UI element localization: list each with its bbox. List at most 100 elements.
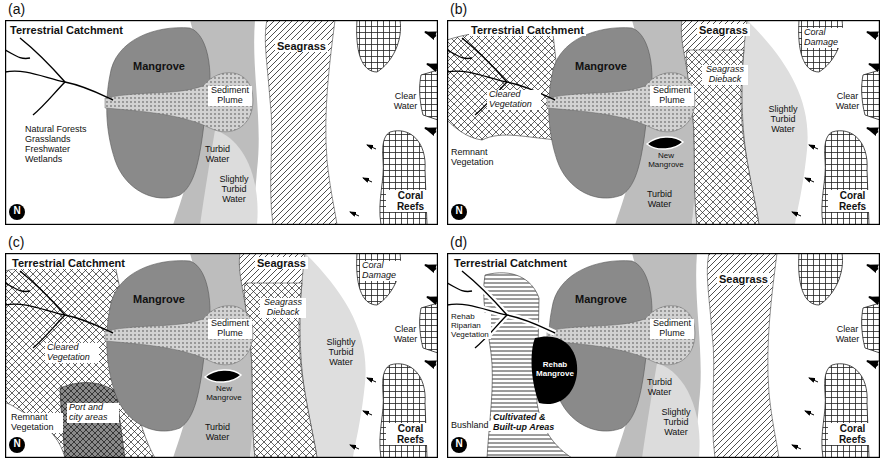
river (447, 50, 472, 58)
river (20, 38, 65, 82)
current-arrow (425, 128, 436, 132)
sediment-plume (105, 306, 253, 365)
current-arrow (805, 411, 814, 415)
map-label: Turbid Water (195, 423, 240, 443)
current-arrow (367, 145, 376, 149)
map-label: Clear Water (383, 325, 428, 345)
river (447, 283, 472, 291)
seagrass-bed (265, 20, 337, 225)
coral-reef (420, 303, 438, 353)
map-label: Seagrass (697, 24, 750, 36)
map-label: Seagrass (717, 273, 770, 285)
map-label: Terrestrial Catchment (10, 257, 127, 269)
river (462, 271, 507, 315)
riparian-strip (447, 283, 472, 291)
seagrass-dieback (244, 283, 317, 458)
map-label: Remnant Vegetation (9, 413, 63, 433)
map-label: Slightly Turbid Water (652, 408, 700, 438)
current-arrow (363, 178, 372, 182)
water-ground (5, 20, 438, 225)
current-arrow (363, 411, 372, 415)
north-symbol (451, 204, 467, 220)
map-label: Seagrass Dieback (260, 298, 306, 318)
map-label: Terrestrial Catchment (452, 257, 569, 269)
map-label: Seagrass (255, 257, 308, 269)
map-label: N (9, 205, 25, 216)
map-label: Mangrove (575, 60, 627, 72)
map-label: Natural Forests Grasslands Freshwater We… (25, 125, 105, 165)
map-label: Clear Water (825, 325, 870, 345)
map-label: Remnant Vegetation (451, 148, 506, 168)
panel-letter: (b) (450, 0, 467, 18)
map-label: Cultivated & Built-up Areas (491, 413, 567, 433)
cleared-vegetation (447, 31, 559, 140)
map-label: New Mangrove (645, 152, 687, 170)
map-label: Rehab Mangrove (533, 361, 577, 379)
north-symbol (9, 204, 25, 220)
panel-letter: (c) (8, 233, 24, 251)
map-label: Coral Reefs (828, 190, 877, 212)
current-arrow (867, 361, 878, 365)
map-label: Mangrove (133, 293, 185, 305)
current-arrow (350, 212, 359, 216)
map-label: Cleared Vegetation (487, 90, 541, 110)
current-arrow (869, 64, 880, 68)
map-label: Mangrove (575, 293, 627, 305)
seagrass-bed (707, 253, 779, 458)
map-label: Terrestrial Catchment (469, 24, 586, 36)
river (462, 38, 507, 82)
river (33, 82, 65, 115)
map-label: N (9, 438, 25, 449)
coral-reef (799, 253, 843, 305)
sediment-plume (105, 73, 253, 132)
current-arrow (809, 145, 818, 149)
river (5, 283, 30, 291)
coral-reef (862, 303, 880, 353)
current-arrow (427, 64, 438, 68)
map-label: Sediment Plume (208, 319, 252, 339)
map-label: Slightly Turbid Water (320, 338, 362, 368)
map-label: Slightly Turbid Water (210, 175, 258, 205)
water-ground (447, 253, 880, 458)
map-panel: (c) Terrestrial CatchmentMangrove Seagrass… (5, 233, 438, 458)
map-label: Slightly Turbid Water (762, 105, 804, 135)
seagrass-dieback (686, 50, 759, 225)
map-label: Coral Damage (802, 28, 846, 48)
current-arrow (805, 178, 814, 182)
current-arrow (809, 378, 818, 382)
map-illustration (5, 20, 438, 225)
current-arrow (367, 378, 376, 382)
north-symbol (9, 437, 25, 453)
new-mangrove (647, 137, 683, 149)
panel-frame (448, 254, 880, 458)
map-label: Sediment Plume (650, 319, 694, 339)
current-arrow (792, 445, 801, 449)
water-ground (5, 253, 438, 458)
map-label: Rehab Riparian Vegetation (449, 313, 491, 339)
map-panel: (d) Terrestrial CatchmentSeagrassMangrove… (447, 233, 880, 458)
coral-reef (862, 70, 880, 120)
map-label: Bushland (449, 421, 491, 431)
new-mangrove (205, 370, 241, 382)
map-label: New Mangrove (203, 385, 245, 403)
map-label: Port and city areas (67, 403, 119, 423)
panel-letter: (d) (450, 233, 467, 251)
current-arrow (792, 212, 801, 216)
map-label: N (451, 205, 467, 216)
map-panel: (b)Terrestrial CatchmentMangrove Seagrass… (447, 0, 880, 225)
water-ground (447, 20, 880, 225)
map-label: Sediment Plume (208, 86, 252, 106)
panel-frame (6, 254, 438, 458)
coral-reef (357, 20, 401, 72)
sediment-plume (547, 73, 695, 132)
map-panel: (a)Terrestrial CatchmentMangroveSediment… (5, 0, 438, 225)
current-arrow (425, 265, 436, 269)
panel-frame (448, 21, 880, 225)
map-label: Sediment Plume (650, 86, 694, 106)
current-arrow (867, 32, 878, 36)
map-label: Clear Water (383, 92, 428, 112)
map-label: Coral Reefs (386, 190, 435, 212)
rehab-mangrove (532, 336, 578, 404)
coral-reef (420, 70, 438, 120)
map-label: Turbid Water (637, 190, 682, 210)
